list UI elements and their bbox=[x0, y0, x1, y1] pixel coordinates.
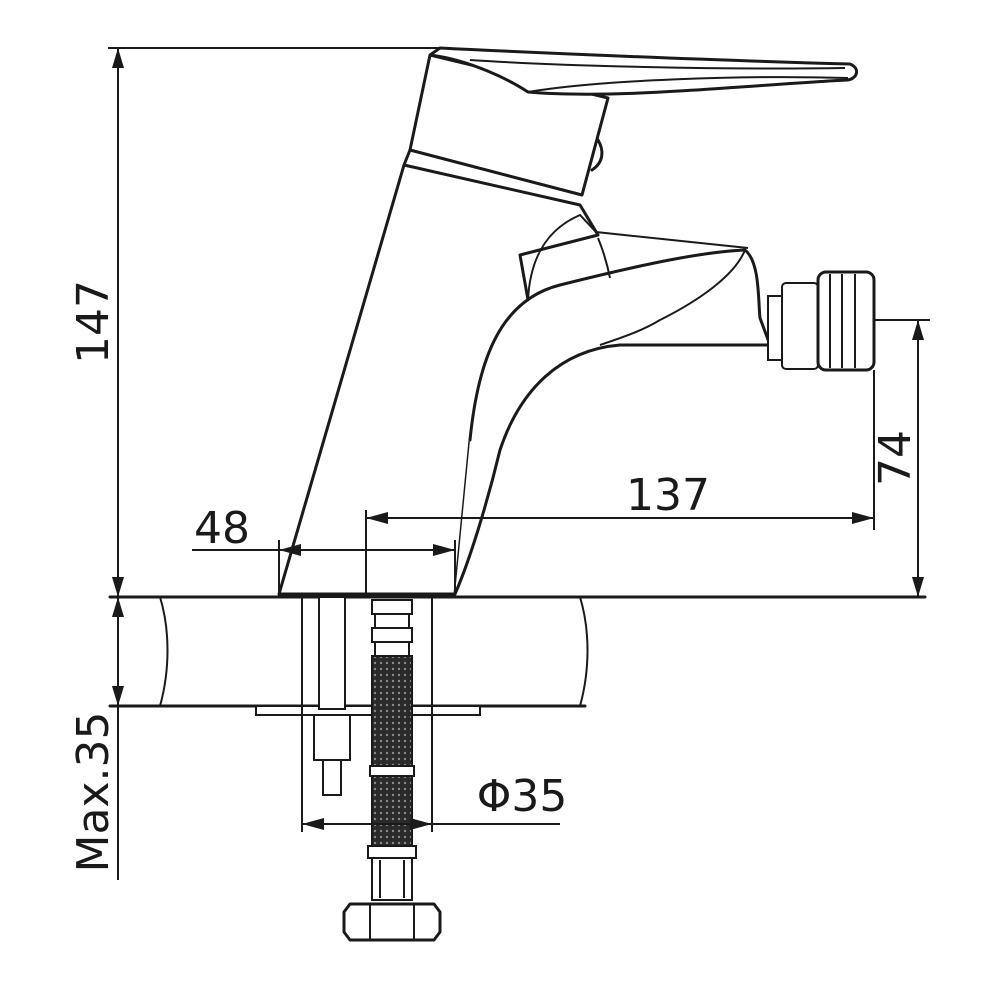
dim-max-thickness bbox=[112, 597, 124, 880]
lever-handle bbox=[402, 46, 858, 197]
mounting-plate bbox=[255, 705, 481, 716]
label-reach: 137 bbox=[626, 470, 710, 521]
dim-hole-diameter bbox=[301, 706, 560, 832]
faucet-body bbox=[277, 163, 876, 597]
label-inlet-height: 74 bbox=[870, 430, 921, 486]
label-base-width: 48 bbox=[194, 503, 250, 554]
dim-inlet-height bbox=[874, 319, 930, 597]
dim-base-width bbox=[192, 540, 456, 597]
hex-nut bbox=[342, 902, 442, 942]
dim-reach bbox=[365, 370, 875, 597]
flexible-hose bbox=[342, 599, 442, 942]
label-total-height: 147 bbox=[68, 280, 119, 364]
inlet-fitting bbox=[767, 270, 876, 372]
countertop bbox=[108, 595, 927, 708]
mounting-stud bbox=[313, 596, 351, 796]
label-hole-diameter: Φ35 bbox=[477, 771, 568, 822]
label-max-thickness: Max.35 bbox=[68, 712, 119, 873]
dim-total-height bbox=[108, 47, 440, 597]
